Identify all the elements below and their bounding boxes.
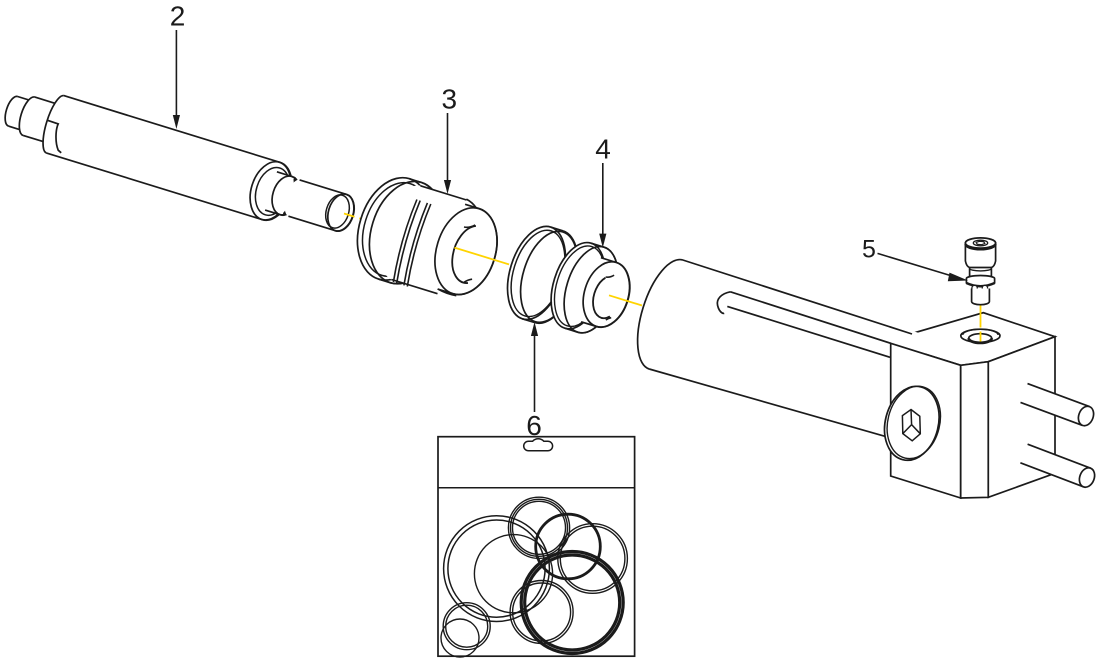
svg-text:5: 5 xyxy=(862,235,876,263)
svg-text:4: 4 xyxy=(595,133,611,164)
svg-text:2: 2 xyxy=(170,0,186,31)
svg-text:3: 3 xyxy=(442,84,458,115)
svg-text:6: 6 xyxy=(526,410,542,441)
